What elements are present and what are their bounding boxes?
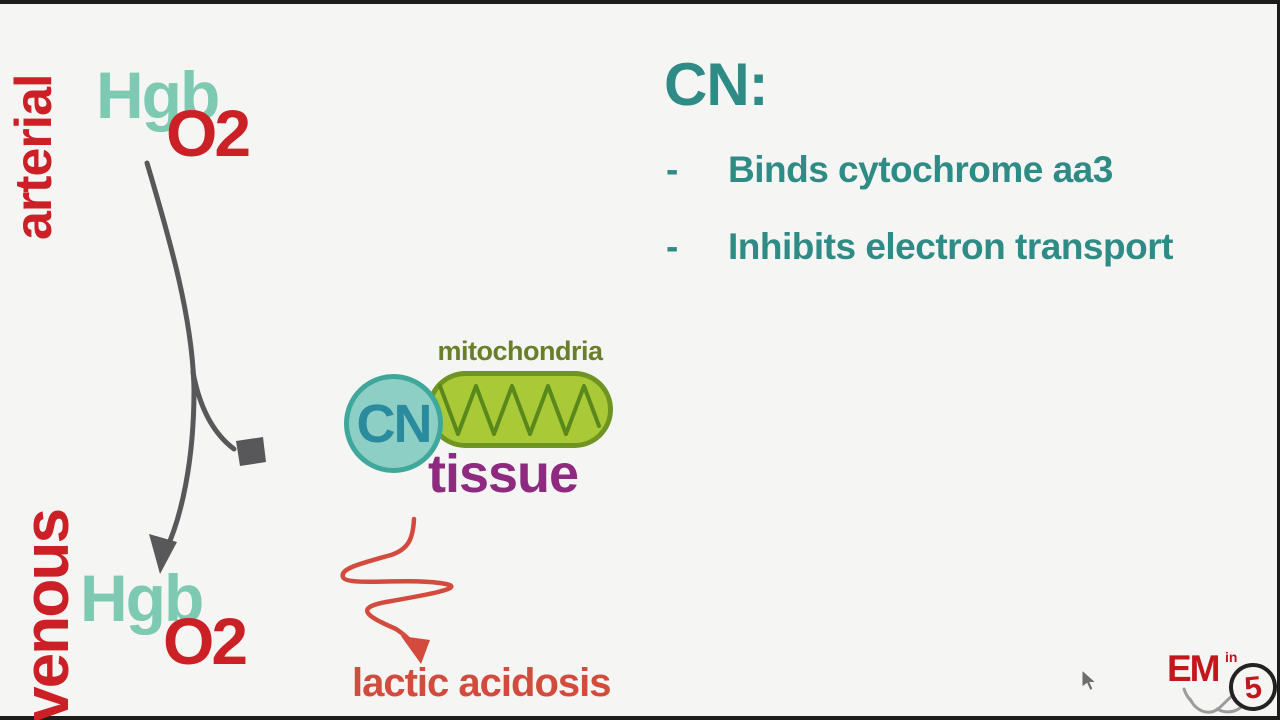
lactic-acidosis-label: lactic acidosis: [352, 661, 611, 705]
right-edge-bar: [1277, 0, 1280, 720]
stethoscope-tube-icon: [1188, 693, 1235, 714]
oxygen-unloading-arrow: [144, 160, 197, 553]
mitochondria-label: mitochondria: [437, 336, 603, 366]
o2-arterial-label: O2: [166, 96, 251, 170]
cn-heading: CN:: [664, 51, 769, 118]
stethoscope-bell-icon: [1215, 706, 1242, 714]
cn-circle: CN: [344, 374, 443, 473]
lactic-acidosis-arrow: [340, 516, 454, 645]
top-edge-bar: [0, 0, 1280, 4]
logo-five-text: 5: [1242, 668, 1264, 706]
venous-label: venous: [10, 509, 82, 720]
logo-in-text: in: [1225, 649, 1238, 665]
blocked-branch-arrow: [190, 369, 237, 452]
bottom-edge-bar: [0, 716, 1280, 720]
logo-em-text: EM: [1167, 648, 1220, 689]
bullet-dash: -: [666, 149, 678, 190]
cn-circle-label: CN: [356, 393, 433, 454]
mitochondria-capsule: [427, 371, 613, 448]
bullet-text: Inhibits electron transport: [728, 226, 1173, 267]
o2-venous-label: O2: [163, 604, 248, 678]
bullet-dash: -: [666, 226, 678, 267]
bullet-row: - Binds cytochrome aa3: [666, 148, 1113, 192]
tissue-label: tissue: [428, 444, 579, 504]
mouse-cursor-icon: [1081, 668, 1098, 692]
cristae-zigzag-icon: [438, 384, 601, 436]
block-square: [236, 437, 266, 466]
arterial-label: arterial: [5, 74, 63, 240]
hgb-arterial-label: Hgb: [96, 58, 220, 132]
bullet-text: Binds cytochrome aa3: [728, 149, 1113, 190]
logo-circle: 5: [1226, 660, 1280, 714]
lactic-acidosis-arrowhead: [401, 636, 430, 664]
bullet-row: - Inhibits electron transport: [666, 225, 1173, 269]
hgb-venous-label: Hgb: [80, 561, 204, 635]
stethoscope-earpiece-icon: [1182, 687, 1194, 704]
